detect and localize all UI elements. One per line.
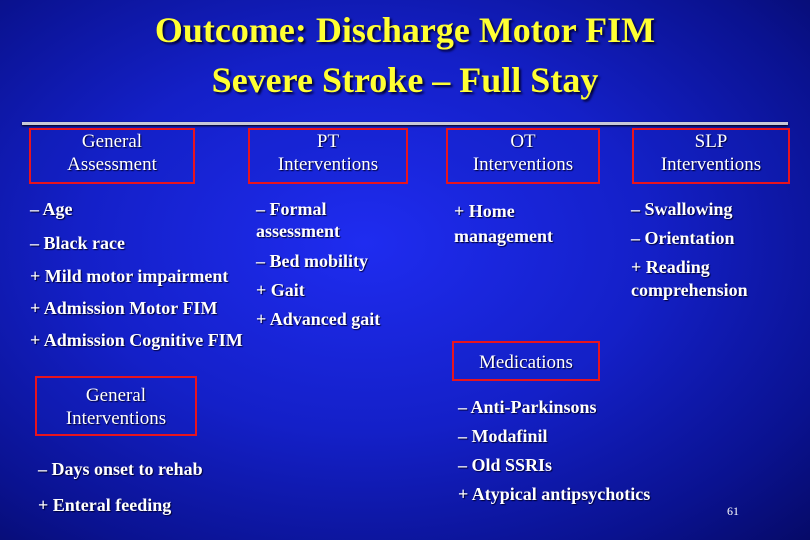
general-assessment-header-line1: General <box>81 131 143 152</box>
slp-item: – Orientation <box>631 228 735 248</box>
pt-item: – Bed mobility <box>256 251 369 271</box>
medication-item: – Modafinil <box>458 426 548 446</box>
pt-interventions-header: PT Interventions <box>248 128 408 184</box>
slp-item: + Reading <box>631 257 710 277</box>
ot-interventions-header: OT Interventions <box>446 128 600 184</box>
page-number: 61 <box>727 504 739 518</box>
slp-interventions-header: SLP Interventions <box>632 128 790 184</box>
ot-item: management <box>454 226 553 246</box>
general-assessment-item: – Age <box>30 199 73 219</box>
ot-item: + Home <box>454 201 515 221</box>
slp-interventions-header-line2: Interventions <box>660 154 762 175</box>
general-interventions-header-line1: General <box>85 385 147 406</box>
medications-header: Medications <box>452 341 600 381</box>
slp-item: comprehension <box>631 280 748 300</box>
pt-interventions-header-line2: Interventions <box>277 154 379 175</box>
slide-title-line1: Outcome: Discharge Motor FIM <box>154 10 656 50</box>
pt-item: + Advanced gait <box>256 309 381 329</box>
pt-interventions-header-line1: PT <box>316 131 340 152</box>
general-assessment-item: + Admission Motor FIM <box>30 298 218 318</box>
general-intervention-item: + Enteral feeding <box>38 495 172 515</box>
general-assessment-item: + Admission Cognitive FIM <box>30 330 243 350</box>
general-interventions-header: General Interventions <box>35 376 197 436</box>
medication-item: – Anti-Parkinsons <box>458 397 597 417</box>
medication-item: – Old SSRIs <box>458 455 553 475</box>
slp-interventions-header-line1: SLP <box>694 131 728 152</box>
general-assessment-header-line2: Assessment <box>67 154 157 175</box>
ot-interventions-header-line2: Interventions <box>472 154 574 175</box>
pt-item: assessment <box>256 221 340 241</box>
general-assessment-header: General Assessment <box>29 128 195 184</box>
general-interventions-header-line2: Interventions <box>65 408 167 429</box>
general-assessment-item: + Mild motor impairment <box>30 266 229 286</box>
pt-item: + Gait <box>256 280 305 300</box>
ot-interventions-header-line1: OT <box>510 131 536 152</box>
pt-item: – Formal <box>256 199 327 219</box>
general-assessment-item: – Black race <box>30 233 125 253</box>
slp-item: – Swallowing <box>631 199 733 219</box>
medication-item: + Atypical antipsychotics <box>458 484 651 504</box>
title-divider <box>22 122 788 125</box>
slide-title-line2: Severe Stroke – Full Stay <box>211 60 599 100</box>
general-intervention-item: – Days onset to rehab <box>38 459 203 479</box>
